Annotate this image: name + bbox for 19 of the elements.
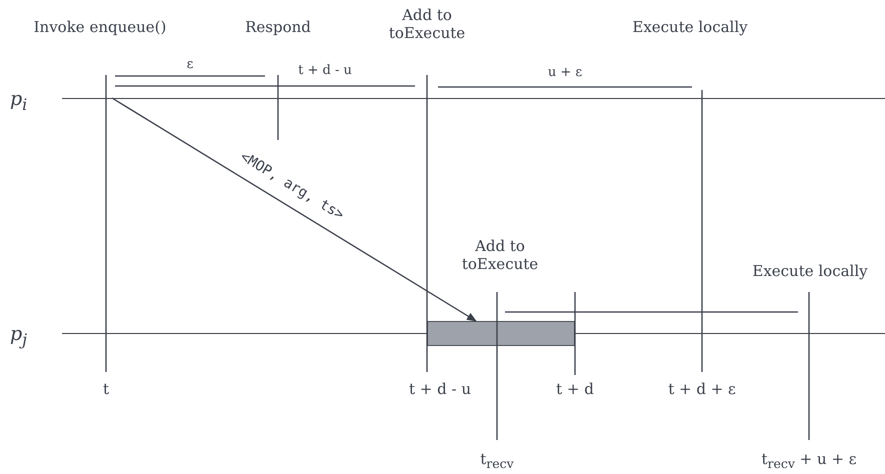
- event-label: Execute locally: [752, 262, 868, 280]
- interval-label: t + d - u: [298, 62, 352, 80]
- time-label: t$_{recv}$: [480, 450, 514, 473]
- process-label: p$_{i}$: [10, 87, 28, 116]
- time-label: t: [102, 380, 110, 398]
- time-label: t + d + ε: [668, 380, 736, 398]
- interval-label: ε: [186, 56, 194, 74]
- process-label: p$_{j}$: [10, 322, 28, 351]
- message-arrow: [112, 97, 477, 322]
- time-label: t$_{recv}$ + u + ε: [761, 450, 857, 473]
- time-label: t + d - u: [409, 380, 471, 398]
- event-label: Add to toExecute: [388, 6, 466, 42]
- event-label: Execute locally: [632, 18, 748, 36]
- event-label: Add to toExecute: [460, 237, 540, 273]
- time-label: t + d: [556, 380, 594, 398]
- event-label: Invoke enqueue(): [34, 18, 166, 36]
- buffer-bar: [427, 321, 575, 346]
- interval-label: u + ε: [548, 64, 582, 82]
- event-label: Respond: [245, 18, 311, 36]
